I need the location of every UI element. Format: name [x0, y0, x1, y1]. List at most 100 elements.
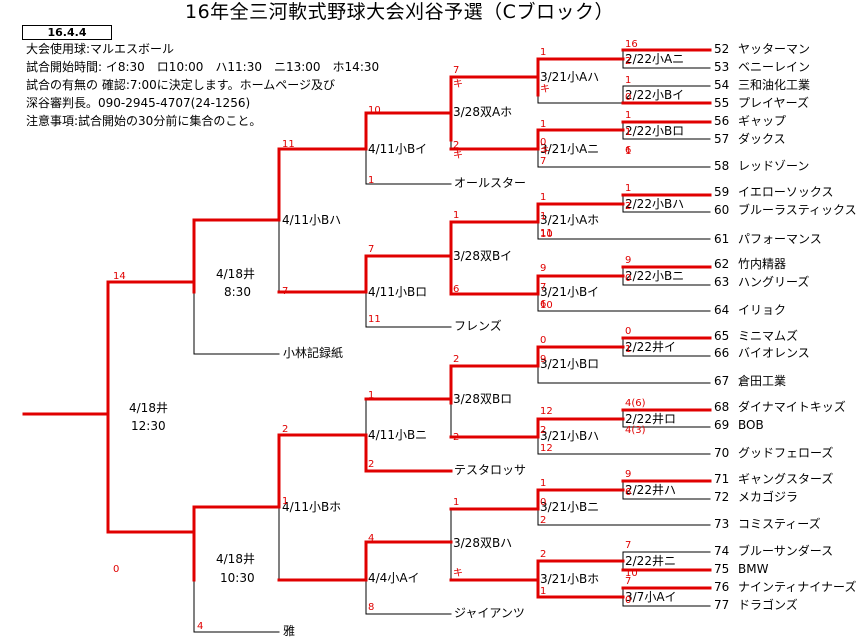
- match-label: 3/28双Bロ: [453, 392, 513, 406]
- match-label: 2/22小Aニ: [625, 52, 685, 66]
- score-value: 2: [368, 459, 375, 470]
- info-start-times: 試合開始時間: イ8:30 ロ10:00 ハ11:30 ニ13:00 ホ14:3…: [26, 60, 380, 74]
- score-value: 4(3): [625, 425, 646, 436]
- score-value: 2: [625, 201, 632, 212]
- score-value: 0: [113, 564, 120, 575]
- team-number: 56: [714, 114, 730, 128]
- score-value: 8: [368, 602, 375, 613]
- match-label: 2/22井ハ: [625, 483, 676, 497]
- score-value: 2: [625, 56, 632, 67]
- score-value: 2: [282, 424, 289, 435]
- team-name: プレイヤーズ: [738, 96, 810, 110]
- score-value: 6: [540, 299, 547, 310]
- score-value: 10: [540, 300, 553, 311]
- score-value: 11: [368, 314, 381, 325]
- team-number: 64: [714, 303, 730, 317]
- score-value: 4: [368, 533, 375, 544]
- team-number: 71: [714, 472, 730, 486]
- match-label: 4/4小Aイ: [368, 571, 420, 585]
- score-value: 1: [625, 183, 632, 194]
- team-number: 54: [714, 78, 730, 92]
- score-value: 12: [540, 443, 553, 454]
- info-ball: 大会使用球:マルエスボール: [26, 42, 175, 56]
- score-value: 10: [625, 568, 638, 579]
- score-value: 1: [540, 211, 547, 222]
- score-value: 1: [625, 146, 632, 157]
- seeded-team: オールスター: [454, 176, 527, 190]
- team-number: 57: [714, 132, 730, 146]
- team-name: ベニーレイン: [738, 60, 811, 74]
- match-label: 3/21小Aハ: [540, 70, 600, 84]
- score-value: 1: [540, 47, 547, 58]
- team-number: 62: [714, 257, 730, 271]
- score-value: 2: [540, 549, 547, 560]
- team-name: BOB: [738, 418, 764, 432]
- team-number: 74: [714, 544, 730, 558]
- team-number: 66: [714, 346, 730, 360]
- match-label: 4/11小Bロ: [368, 285, 428, 299]
- score-value: 1: [453, 210, 460, 221]
- team-number: 52: [714, 42, 730, 56]
- score-value: 10: [368, 105, 381, 116]
- team-name: イエローソックス: [738, 185, 834, 199]
- score-value: 4(6): [625, 398, 646, 409]
- team-name: ミニマムズ: [738, 329, 799, 343]
- score-value: キ: [453, 79, 463, 90]
- match-label: 3/7小Aイ: [625, 590, 677, 604]
- team-number: 72: [714, 490, 730, 504]
- team-number: 53: [714, 60, 730, 74]
- match-label: 3/21小Bイ: [540, 285, 600, 299]
- score-value: 7: [540, 156, 547, 167]
- score-value: 9: [540, 263, 547, 274]
- match-label: 4/18井: [216, 267, 255, 281]
- score-value: 1: [368, 390, 375, 401]
- match-label: 3/21小Bロ: [540, 357, 600, 371]
- team-number: 73: [714, 517, 730, 531]
- team-number: 68: [714, 400, 730, 414]
- score-value: 0: [625, 92, 632, 103]
- team-name: ナインティナイナーズ: [738, 580, 857, 594]
- score-value: 7: [453, 65, 460, 76]
- info-confirm: 試合の有無の 確認:7:00に決定します。ホームページ及び: [26, 78, 336, 92]
- score-value: 0: [625, 595, 632, 606]
- score-value: 1: [625, 344, 632, 355]
- team-number: 67: [714, 374, 730, 388]
- team-name: ダックス: [738, 132, 786, 146]
- score-value: 1: [625, 110, 632, 121]
- team-number: 58: [714, 159, 730, 173]
- score-value: 11: [282, 139, 295, 150]
- match-label: 3/21小Bハ: [540, 429, 600, 443]
- team-name: 三和油化工業: [738, 78, 811, 92]
- match-label: 2/22小Bニ: [625, 269, 685, 283]
- score-value: 7: [282, 286, 289, 297]
- score-value: 14: [113, 271, 126, 282]
- match-time: 8:30: [224, 285, 251, 299]
- match-label: 2/22小Bハ: [625, 197, 685, 211]
- team-name: ブルーラスティックス: [738, 203, 857, 217]
- score-value: 0: [540, 137, 547, 148]
- team-number: 77: [714, 598, 730, 612]
- score-value: 9: [625, 469, 632, 480]
- team-name: ドラゴンズ: [738, 598, 798, 612]
- score-value: 9: [540, 354, 547, 365]
- score-value: 7: [368, 244, 375, 255]
- score-value: 1: [453, 497, 460, 508]
- team-name: バイオレンス: [738, 346, 810, 360]
- score-value: 0: [625, 273, 632, 284]
- team-number: 63: [714, 275, 730, 289]
- team-name: ヤッターマン: [738, 42, 811, 56]
- team-number: 76: [714, 580, 730, 594]
- match-label: 3/28双Aホ: [453, 105, 513, 119]
- score-value: 1: [625, 75, 632, 86]
- match-label: 4/18井: [129, 401, 168, 415]
- team-name: コミスティーズ: [738, 517, 821, 531]
- score-value: 9: [625, 255, 632, 266]
- team-number: 75: [714, 562, 730, 576]
- score-value: 7: [540, 282, 547, 293]
- page-title: 16年全三河軟式野球大会刈谷予選（Cブロック）: [185, 1, 614, 23]
- team-number: 59: [714, 185, 730, 199]
- score-value: 4: [197, 621, 204, 632]
- match-label: 4/11小Bイ: [368, 142, 428, 156]
- score-value: 2: [540, 425, 547, 436]
